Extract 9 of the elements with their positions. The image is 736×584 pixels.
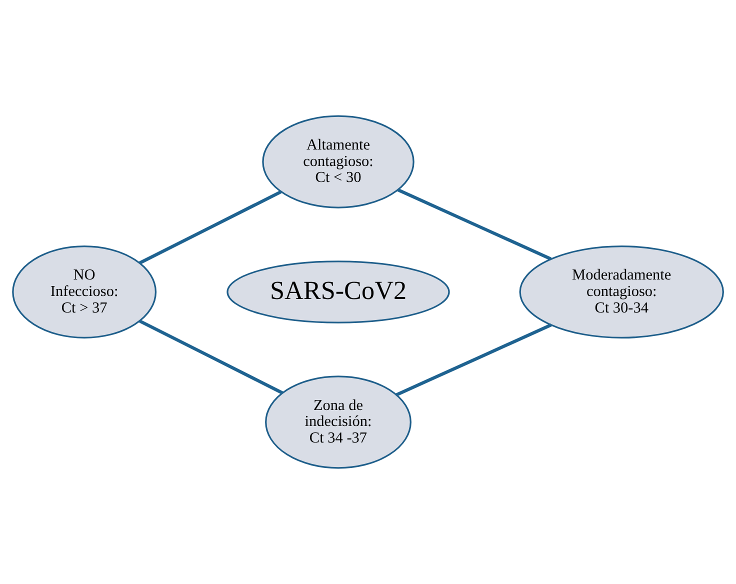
node-ellipse: NO Infeccioso: Ct > 37	[12, 245, 157, 339]
connector	[139, 320, 284, 394]
node-ellipse: Zona de indecisión: Ct 34 -37	[265, 376, 412, 469]
node-ellipse: SARS-CoV2	[226, 260, 450, 324]
connector	[396, 323, 552, 396]
connector	[397, 188, 552, 260]
connector	[138, 190, 282, 264]
node-ellipse: Altamente contagioso: Ct < 30	[262, 115, 414, 208]
node-ellipse: Moderadamente contagioso: Ct 30-34	[519, 245, 724, 339]
